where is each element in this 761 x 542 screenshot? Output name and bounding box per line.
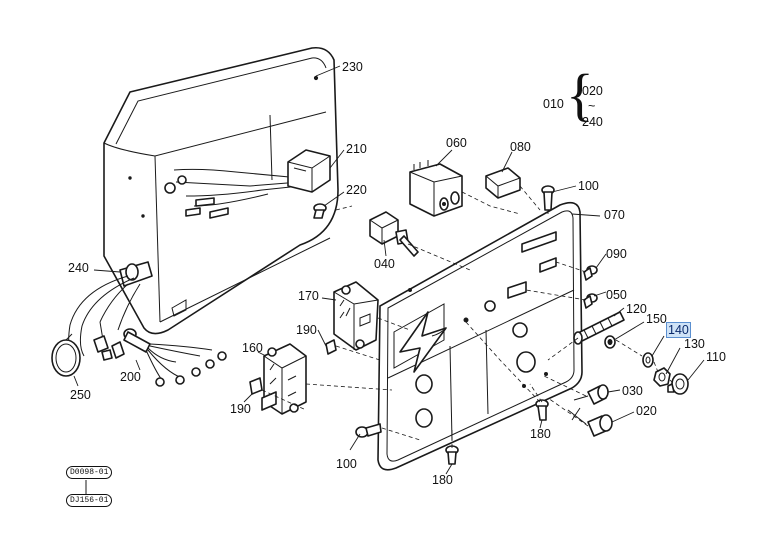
toggle-switch-040 — [369, 211, 419, 257]
drawing-code-bottom: DJ156-01 — [66, 494, 113, 507]
screw-220 — [313, 203, 327, 219]
screw-090 — [583, 265, 598, 281]
leader-lines — [73, 65, 705, 475]
screw-100-top — [541, 185, 555, 211]
label-240: 240 — [68, 261, 89, 275]
label-040: 040 — [374, 257, 395, 271]
switch-080 — [485, 167, 521, 199]
label-100-top: 100 — [578, 179, 599, 193]
wire-harness-240 — [68, 261, 227, 387]
label-180-bottom: 180 — [432, 473, 453, 487]
screw-180-bottom — [445, 445, 459, 465]
internal-wiring — [164, 168, 301, 219]
washer-140 — [642, 352, 654, 368]
label-140-highlighted[interactable]: 140 — [666, 322, 691, 338]
nut-130 — [653, 367, 671, 387]
label-100-bottom: 100 — [336, 457, 357, 471]
range-brace: { — [566, 62, 594, 127]
label-080: 080 — [510, 140, 531, 154]
range-tilde: ~ — [588, 99, 596, 113]
cable-tie-250 — [51, 333, 81, 377]
label-130: 130 — [684, 337, 705, 351]
range-from-label: 020 — [582, 84, 603, 98]
label-060: 060 — [446, 136, 467, 150]
label-110: 110 — [706, 350, 726, 364]
screw-190-upper — [325, 339, 337, 355]
fuse-holder-030 — [573, 384, 609, 405]
label-030: 030 — [622, 384, 643, 398]
receptacle-170 — [333, 281, 379, 351]
label-050: 050 — [606, 288, 627, 302]
screw-190-lower — [249, 377, 263, 395]
screw-180-right — [535, 399, 549, 421]
label-120: 120 — [626, 302, 647, 316]
cap-110 — [667, 373, 689, 395]
rear-enclosure-box — [103, 46, 339, 335]
label-020: 020 — [636, 404, 657, 418]
relay-box-210 — [287, 149, 331, 193]
label-250: 250 — [70, 388, 91, 402]
front-panel-070 — [377, 201, 583, 471]
label-160: 160 — [242, 341, 263, 355]
label-180-right: 180 — [530, 427, 551, 441]
drawing-code-top: D0098-01 — [66, 466, 113, 479]
breaker-060 — [409, 160, 463, 217]
label-150: 150 — [646, 312, 667, 326]
label-210: 210 — [346, 142, 367, 156]
label-070: 070 — [604, 208, 625, 222]
assembly-lines — [261, 185, 675, 448]
receptacle-160 — [261, 343, 307, 415]
label-220: 220 — [346, 183, 367, 197]
label-190-upper: 190 — [296, 323, 317, 337]
label-090: 090 — [606, 247, 627, 261]
label-200: 200 — [120, 370, 141, 384]
range-start-label: 010 — [543, 97, 564, 111]
label-170: 170 — [298, 289, 319, 303]
label-230: 230 — [342, 60, 363, 74]
label-190-lower: 190 — [230, 402, 251, 416]
fuse-holder-020 — [567, 407, 613, 437]
range-to-label: 240 — [582, 115, 603, 129]
washer-150 — [604, 335, 616, 349]
screw-100-bottom — [355, 423, 382, 438]
